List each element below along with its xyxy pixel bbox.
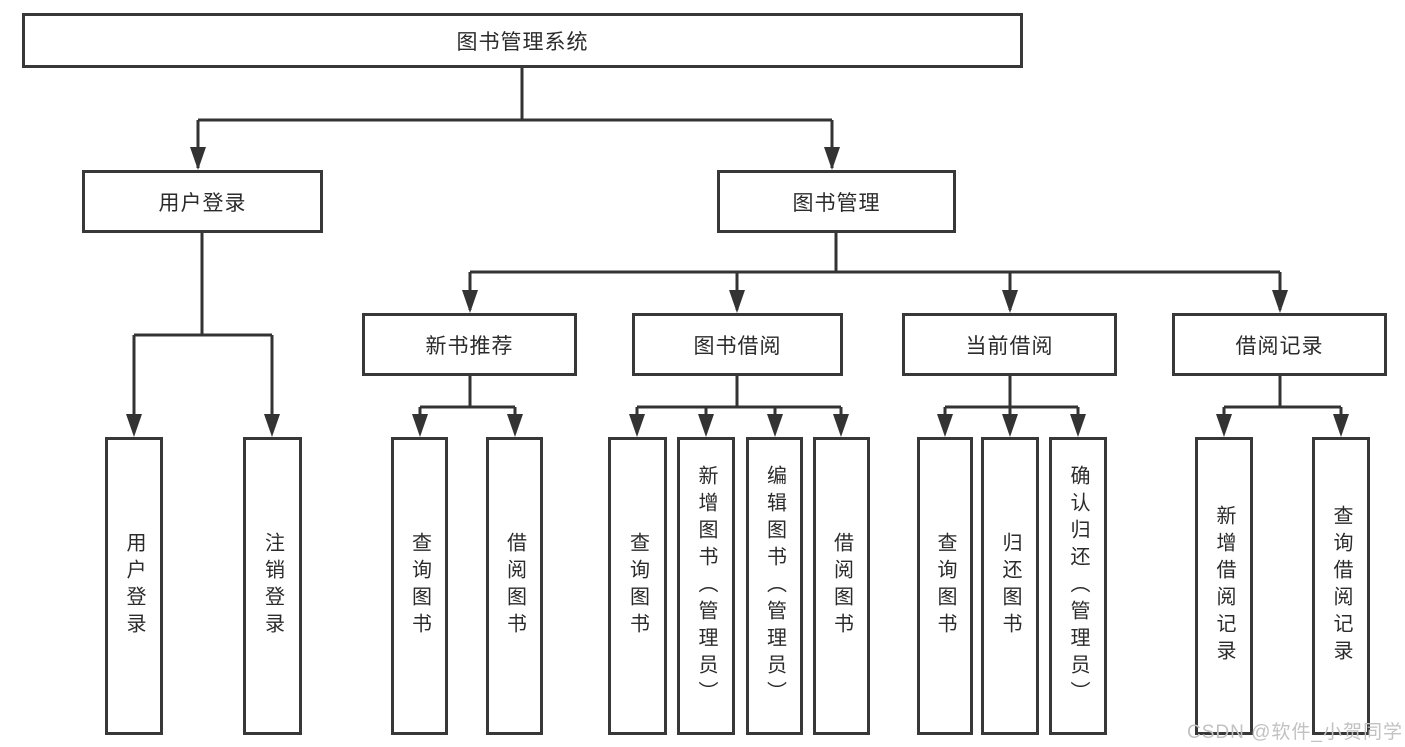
arrowhead-icon [412, 414, 428, 437]
arrowhead-icon [264, 414, 280, 437]
node-leaf-query-books-1: 查询图书 [391, 437, 448, 735]
arrowhead-icon [1002, 290, 1018, 313]
node-leaf-borrow-books-2: 借阅图书 [813, 437, 870, 735]
node-label: 新增借阅记录 [1213, 505, 1235, 667]
node-leaf-logout: 注销登录 [243, 437, 302, 735]
arrowhead-icon [462, 290, 478, 313]
node-label: 用户登录 [123, 532, 145, 640]
node-label: 归还图书 [999, 532, 1021, 640]
node-new-book-recommend: 新书推荐 [362, 313, 577, 376]
node-label: 借阅图书 [503, 532, 526, 640]
node-leaf-user-login: 用户登录 [105, 437, 163, 735]
arrowhead-icon [1002, 414, 1018, 437]
node-label: 编辑图书（管理员） [763, 464, 786, 708]
node-leaf-add-book-admin: 新增图书（管理员） [677, 437, 735, 735]
arrowhead-icon [824, 147, 840, 170]
node-current-borrow: 当前借阅 [902, 313, 1117, 376]
node-label: 查询图书 [626, 532, 649, 640]
csdn-watermark: CSDN @软件_小贺同学 [1187, 722, 1403, 743]
arrowhead-icon [1070, 414, 1086, 437]
node-user-login: 用户登录 [82, 170, 323, 233]
arrowhead-icon [1216, 414, 1232, 437]
node-book-management: 图书管理 [717, 170, 956, 233]
arrowhead-icon [507, 414, 523, 437]
node-leaf-edit-book-admin: 编辑图书（管理员） [746, 437, 803, 735]
arrowhead-icon [629, 414, 645, 437]
node-label: 注销登录 [261, 532, 284, 640]
node-leaf-return-book: 归还图书 [981, 437, 1039, 735]
node-leaf-query-books-3: 查询图书 [917, 437, 973, 735]
arrowhead-icon [729, 290, 745, 313]
node-leaf-confirm-return-admin: 确认归还（管理员） [1049, 437, 1107, 735]
node-book-borrow: 图书借阅 [632, 313, 843, 376]
arrowhead-icon [767, 414, 783, 437]
arrowhead-icon [126, 414, 142, 437]
node-label: 新增图书（管理员） [695, 464, 717, 708]
node-leaf-query-books-2: 查询图书 [608, 437, 667, 735]
node-leaf-add-borrow-record: 新增借阅记录 [1195, 437, 1253, 735]
arrowhead-icon [1272, 290, 1288, 313]
node-borrow-records: 借阅记录 [1172, 313, 1387, 376]
node-label: 查询图书 [408, 532, 431, 640]
node-leaf-query-borrow-record: 查询借阅记录 [1312, 437, 1370, 735]
node-label: 确认归还（管理员） [1067, 464, 1089, 708]
arrowhead-icon [190, 147, 206, 170]
arrowhead-icon [1333, 414, 1349, 437]
node-label: 查询图书 [934, 532, 956, 640]
arrowhead-icon [937, 414, 953, 437]
node-label: 查询借阅记录 [1330, 505, 1352, 667]
node-root: 图书管理系统 [22, 13, 1023, 68]
node-label: 借阅图书 [830, 532, 853, 640]
arrowhead-icon [698, 414, 714, 437]
arrowhead-icon [833, 414, 849, 437]
node-leaf-borrow-books-1: 借阅图书 [486, 437, 543, 735]
